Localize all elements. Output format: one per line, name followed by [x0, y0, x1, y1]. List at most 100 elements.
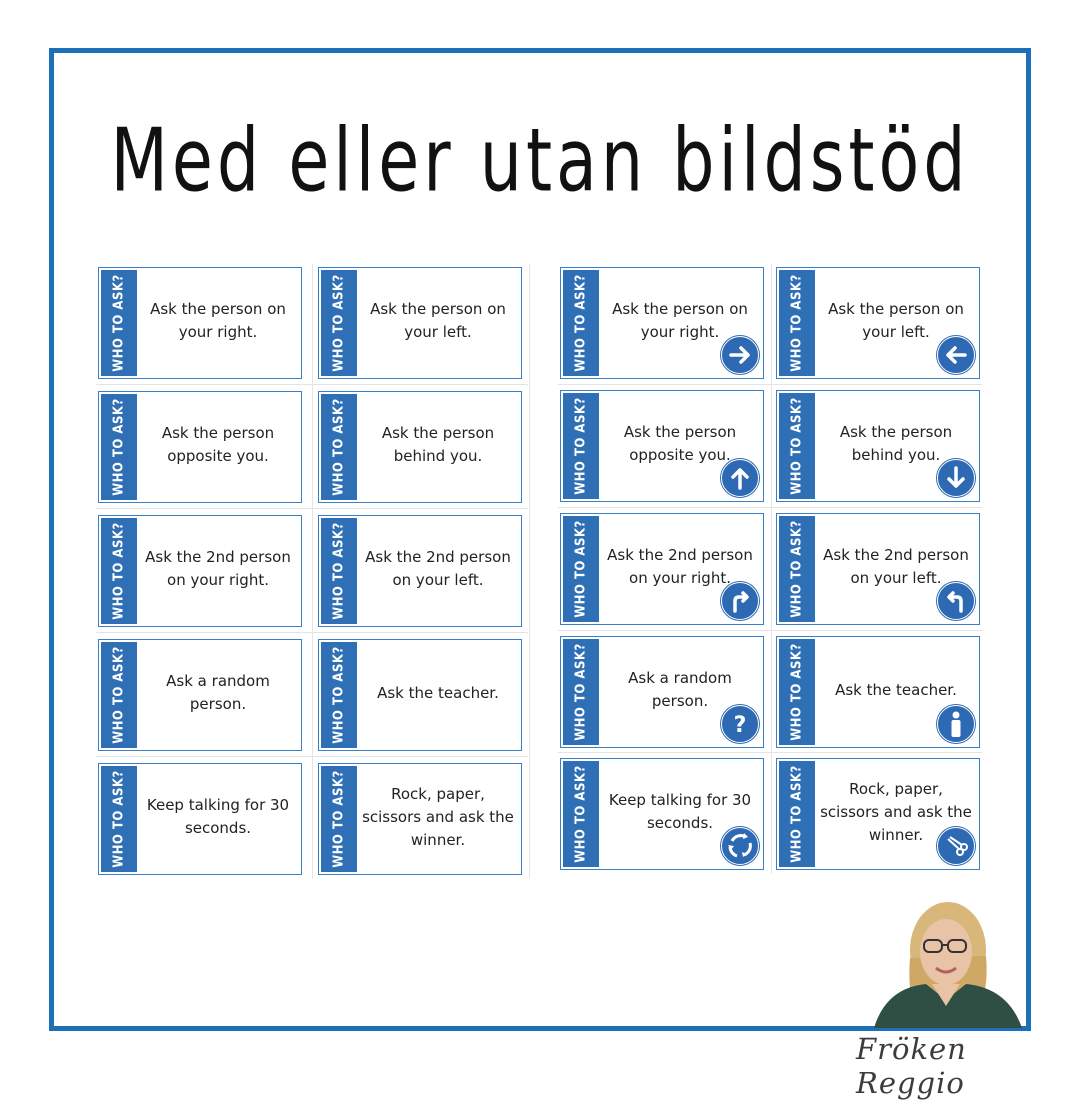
card-text: Ask the teacher. — [377, 683, 499, 702]
who-to-ask-tab: WHO TO ASK? — [563, 639, 599, 745]
tab-label: WHO TO ASK? — [331, 398, 347, 496]
left-card: WHO TO ASK? Ask the person on your right. — [98, 267, 302, 379]
left-card: WHO TO ASK? Ask a random person. — [98, 639, 302, 751]
tab-label: WHO TO ASK? — [331, 646, 347, 744]
cut-line — [312, 264, 313, 879]
card-text: Ask the 2nd person on your left. — [823, 546, 969, 587]
cut-line — [96, 384, 528, 385]
scissors-icon — [937, 827, 975, 865]
right-card: WHO TO ASK?Ask the 2nd person on your ri… — [560, 513, 764, 625]
card-text: Ask the 2nd person on your right. — [145, 548, 291, 589]
tab-label: WHO TO ASK? — [331, 770, 347, 868]
cut-line — [771, 264, 772, 874]
who-to-ask-tab: WHO TO ASK? — [101, 518, 137, 624]
tab-label: WHO TO ASK? — [789, 274, 805, 372]
tab-label: WHO TO ASK? — [573, 397, 589, 495]
cut-line — [558, 630, 982, 631]
card-text: Ask the person on your left. — [828, 300, 964, 341]
card-text: Ask the person behind you. — [839, 423, 953, 464]
who-to-ask-tab: WHO TO ASK? — [563, 270, 599, 376]
who-to-ask-tab: WHO TO ASK? — [321, 270, 357, 376]
turn-left-icon — [937, 582, 975, 620]
card-text: Ask the person opposite you. — [623, 423, 737, 464]
tab-label: WHO TO ASK? — [789, 643, 805, 741]
who-to-ask-tab: WHO TO ASK? — [321, 518, 357, 624]
right-card: WHO TO ASK? Ask the 2nd person on your le… — [776, 513, 980, 625]
who-to-ask-tab: WHO TO ASK? — [563, 761, 599, 867]
card-text: Rock, paper, scissors and ask the winner… — [820, 779, 972, 844]
cut-line — [529, 264, 530, 879]
right-card: WHO TO ASK? Ask the person on your right. — [560, 267, 764, 379]
card-text: Rock, paper, scissors and ask the winner… — [362, 784, 514, 849]
right-card: WHO TO ASK? Ask the person opposite you. — [560, 390, 764, 502]
arrow-right-icon — [721, 336, 759, 374]
card-text: Keep talking for 30 seconds. — [608, 791, 752, 832]
page-title: Med eller utan bildstöd — [110, 110, 970, 212]
who-to-ask-tab: WHO TO ASK? — [779, 270, 815, 376]
cut-line — [558, 384, 982, 385]
left-card: WHO TO ASK? Ask the teacher. — [318, 639, 522, 751]
card-text: Ask the person on your right. — [150, 300, 286, 341]
tab-label: WHO TO ASK? — [573, 643, 589, 741]
left-card: WHO TO ASK? Ask the person opposite you. — [98, 391, 302, 503]
who-to-ask-tab: WHO TO ASK? — [321, 642, 357, 748]
cut-line — [96, 756, 528, 757]
question-icon: ? — [721, 705, 759, 743]
tab-label: WHO TO ASK? — [331, 274, 347, 372]
arrow-left-icon — [937, 336, 975, 374]
person-icon — [937, 705, 975, 743]
cut-line — [558, 507, 982, 508]
card-text: Keep talking for 30 seconds. — [146, 796, 290, 837]
left-card: WHO TO ASK? Ask the 2nd person on your le… — [318, 515, 522, 627]
tab-label: WHO TO ASK? — [573, 520, 589, 618]
card-text: Ask the person on your right. — [612, 300, 748, 341]
tab-label: WHO TO ASK? — [789, 520, 805, 618]
tab-label: WHO TO ASK? — [789, 765, 805, 863]
tab-label: WHO TO ASK? — [111, 646, 127, 744]
tab-label: WHO TO ASK? — [573, 274, 589, 372]
card-text: Ask a random person. — [166, 672, 270, 713]
turn-right-icon — [721, 582, 759, 620]
left-card: WHO TO ASK? Ask the 2nd person on your ri… — [98, 515, 302, 627]
who-to-ask-tab: WHO TO ASK? — [321, 394, 357, 500]
who-to-ask-tab: WHO TO ASK? — [563, 516, 599, 622]
who-to-ask-tab: WHO TO ASK? — [779, 639, 815, 745]
right-card: WHO TO ASK? Ask the person behind you. — [776, 390, 980, 502]
tab-label: WHO TO ASK? — [789, 397, 805, 495]
tab-label: WHO TO ASK? — [111, 274, 127, 372]
cut-line — [96, 632, 528, 633]
right-card: WHO TO ASK? Keep talking for 30 seconds. — [560, 758, 764, 870]
right-card: WHO TO ASK? Rock, paper, scissors and ask… — [776, 758, 980, 870]
left-card: WHO TO ASK? Ask the person behind you. — [318, 391, 522, 503]
author-photo — [866, 888, 1026, 1028]
tab-label: WHO TO ASK? — [331, 522, 347, 620]
right-card: WHO TO ASK? Ask the person on your left. — [776, 267, 980, 379]
who-to-ask-tab: WHO TO ASK? — [321, 766, 357, 872]
left-card: WHO TO ASK? Keep talking for 30 seconds. — [98, 763, 302, 875]
who-to-ask-tab: WHO TO ASK? — [101, 394, 137, 500]
who-to-ask-tab: WHO TO ASK? — [101, 270, 137, 376]
tab-label: WHO TO ASK? — [111, 522, 127, 620]
right-card: WHO TO ASK? Ask the teacher. — [776, 636, 980, 748]
tab-label: WHO TO ASK? — [111, 398, 127, 496]
card-text: Ask the person opposite you. — [161, 424, 275, 465]
who-to-ask-tab: WHO TO ASK? — [101, 642, 137, 748]
who-to-ask-tab: WHO TO ASK? — [779, 761, 815, 867]
card-text: Ask the 2nd person on your left. — [365, 548, 511, 589]
who-to-ask-tab: WHO TO ASK? — [779, 516, 815, 622]
left-card: WHO TO ASK? Ask the person on your left. — [318, 267, 522, 379]
tab-label: WHO TO ASK? — [111, 770, 127, 868]
card-text: Ask the person behind you. — [381, 424, 495, 465]
arrow-up-icon — [721, 459, 759, 497]
who-to-ask-tab: WHO TO ASK? — [101, 766, 137, 872]
cut-line — [96, 508, 528, 509]
card-text: Ask the person on your left. — [370, 300, 506, 341]
cut-line — [558, 752, 982, 753]
card-text: Ask the teacher. — [835, 680, 957, 699]
signature: Fröken Reggio — [856, 1032, 967, 1100]
tab-label: WHO TO ASK? — [573, 765, 589, 863]
left-card: WHO TO ASK? Rock, paper, scissors and ask… — [318, 763, 522, 875]
who-to-ask-tab: WHO TO ASK? — [779, 393, 815, 499]
svg-text:?: ? — [734, 713, 747, 738]
arrow-down-icon — [937, 459, 975, 497]
